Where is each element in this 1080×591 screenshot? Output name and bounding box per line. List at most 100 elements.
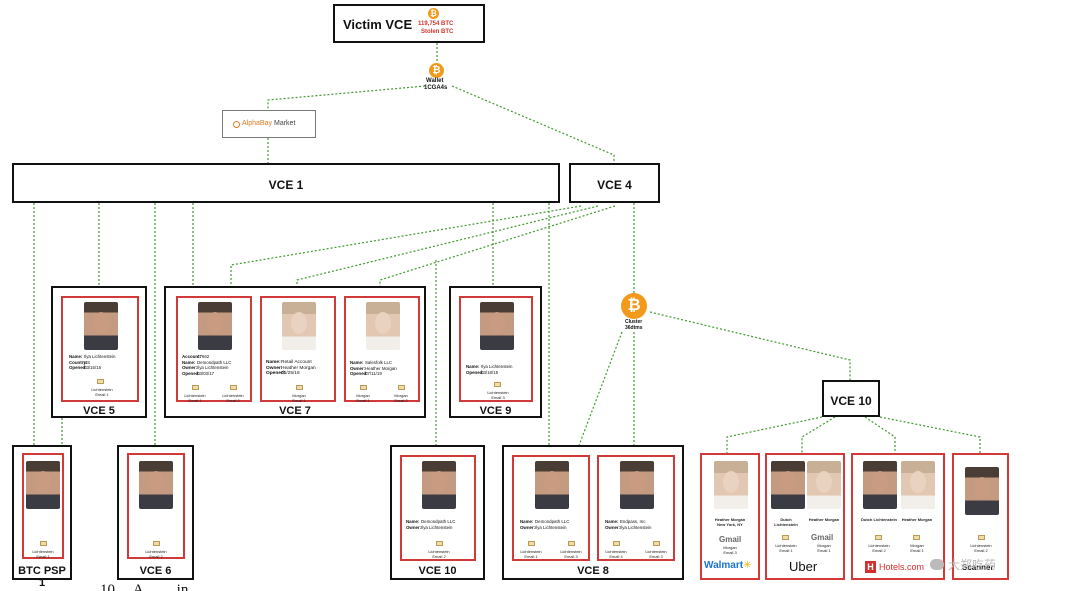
vce8-box: Name:Demondpath LLC Owner:Ilya Lichtenst… — [502, 445, 684, 580]
vce7-c-details: Name:Salesfolk LLC Owner:Heather Morgan … — [350, 360, 397, 377]
alphabay-name: AlphaBay — [242, 120, 272, 127]
vce1-title: VCE 1 — [268, 178, 304, 192]
suspect-photo — [366, 302, 400, 350]
hotels-name-2: Heather Morgan — [901, 517, 933, 522]
victim-subtitle: Stolen BTC — [421, 29, 454, 35]
email-icon — [192, 385, 199, 390]
email-icon — [528, 541, 535, 546]
vce8-b-details: Name:Endpass, Inc Owner:Ilya Lichtenstei… — [605, 519, 652, 530]
email-icon — [875, 535, 882, 540]
vce8-card-demondpath: Name:Demondpath LLC Owner:Ilya Lichtenst… — [512, 455, 590, 561]
vce10-bottom-box: Name:Demondpath LLC Owner:Ilya Lichtenst… — [390, 445, 485, 580]
victim-vce-box: Victim VCE ₿ 119,754 BTC Stolen BTC — [333, 4, 485, 43]
email-icon — [913, 535, 920, 540]
vce5-details: Name:Ilya Lichtenstein Country:US Opened… — [69, 354, 116, 371]
suspect-photo — [422, 461, 456, 509]
vce4-title: VCE 4 — [597, 178, 632, 192]
walmart-name: Heather Morgan — [714, 517, 746, 522]
suspect-photo — [714, 461, 748, 509]
suspect-photo — [535, 461, 569, 509]
vce10-top-box: VCE 10 — [822, 380, 880, 417]
vce7-card-retail: Name:Retail Account Owner:Heather Morgan… — [260, 296, 336, 403]
email-icon — [296, 385, 303, 390]
email-icon — [360, 385, 367, 390]
email-icon — [398, 385, 405, 390]
vce5-card: Name:Ilya Lichtenstein Country:US Opened… — [61, 296, 139, 402]
email-icon — [230, 385, 237, 390]
vce7-a-details: Account:47662 Name:Demondpath LLC Owner:… — [182, 354, 232, 376]
uber-logo-icon: Uber — [789, 559, 818, 574]
scanner-logo-icon: Scanner — [962, 563, 994, 572]
suspect-photo — [26, 461, 60, 509]
vce5-box: Name:Ilya Lichtenstein Country:US Opened… — [51, 286, 147, 418]
uber-card: Dutch Lichtenstein Heather Morgan Lichte… — [765, 453, 845, 580]
watermark-text: 大郑吃药 — [948, 557, 997, 572]
suspect-photo — [139, 461, 173, 509]
walmart-logo-icon: Walmart✳ — [704, 560, 752, 571]
hotels-logo-text: Hotels.com — [879, 562, 925, 572]
vce9-details: Name:Ilya Lichtenstein Opened:03/18/15 — [466, 364, 513, 375]
suspect-photo — [771, 461, 805, 509]
figure-caption: 10 ... A ... ... in ... ... ... ... ... … — [100, 583, 369, 591]
cluster-label: Cluster — [625, 319, 643, 325]
uber-name-1: Dutch Lichtenstein — [774, 517, 798, 527]
email-icon — [153, 541, 160, 546]
victim-vce-title: Victim VCE — [343, 17, 413, 32]
wallet-bitcoin-icon: ₿ — [429, 63, 444, 78]
walmart-place: New York, NY — [717, 522, 743, 527]
vce7-b-details: Name:Retail Account Owner:Heather Morgan… — [266, 360, 316, 377]
wechat-icon — [930, 558, 944, 570]
alphabay-market: Market — [274, 120, 296, 127]
victim-amount: 119,754 BTC — [418, 21, 454, 27]
suspect-photo — [863, 461, 897, 509]
suspect-photo — [965, 467, 999, 515]
email-icon — [568, 541, 575, 546]
email-icon — [613, 541, 620, 546]
email-icon — [97, 379, 104, 384]
hotels-logo-icon: H Hotels.com — [865, 561, 935, 574]
vce4-box: VCE 4 — [569, 163, 660, 203]
vce9-card: Name:Ilya Lichtenstein Opened:03/18/15 L… — [459, 296, 533, 402]
suspect-photo — [901, 461, 935, 509]
vce8-a-details: Name:Demondpath LLC Owner:Ilya Lichtenst… — [520, 519, 570, 530]
bitcoin-icon: ₿ — [428, 8, 439, 19]
vce7-box: Account:47662 Name:Demondpath LLC Owner:… — [164, 286, 426, 418]
vce10-bottom-label: VCE 10 — [418, 565, 457, 577]
vce10-bottom-card: Name:Demondpath LLC Owner:Ilya Lichtenst… — [400, 455, 476, 561]
btcpsp1-label: BTC PSP 1 — [18, 565, 66, 589]
email-icon — [40, 541, 47, 546]
suspect-photo — [198, 302, 232, 350]
email-icon — [782, 535, 789, 540]
vce9-box: Name:Ilya Lichtenstein Opened:03/18/15 L… — [449, 286, 542, 418]
email-icon — [494, 382, 501, 387]
hotels-card: Dutch Lichtenstein Heather Morgan Lichte… — [851, 453, 945, 580]
wallet-label: Wallet — [426, 78, 444, 84]
vce7-card-demondpath: Account:47662 Name:Demondpath LLC Owner:… — [176, 296, 252, 403]
vce8-card-endpass: Name:Endpass, Inc Owner:Ilya Lichtenstei… — [597, 455, 675, 561]
uber-name-2: Heather Morgan — [808, 517, 840, 522]
cluster-bitcoin-icon: ₿ — [621, 293, 647, 319]
vce1-box: VCE 1 — [12, 163, 560, 203]
watermark: 大郑吃药 — [930, 556, 996, 572]
alphabay-logo-icon — [233, 121, 240, 128]
suspect-photo — [480, 302, 514, 350]
